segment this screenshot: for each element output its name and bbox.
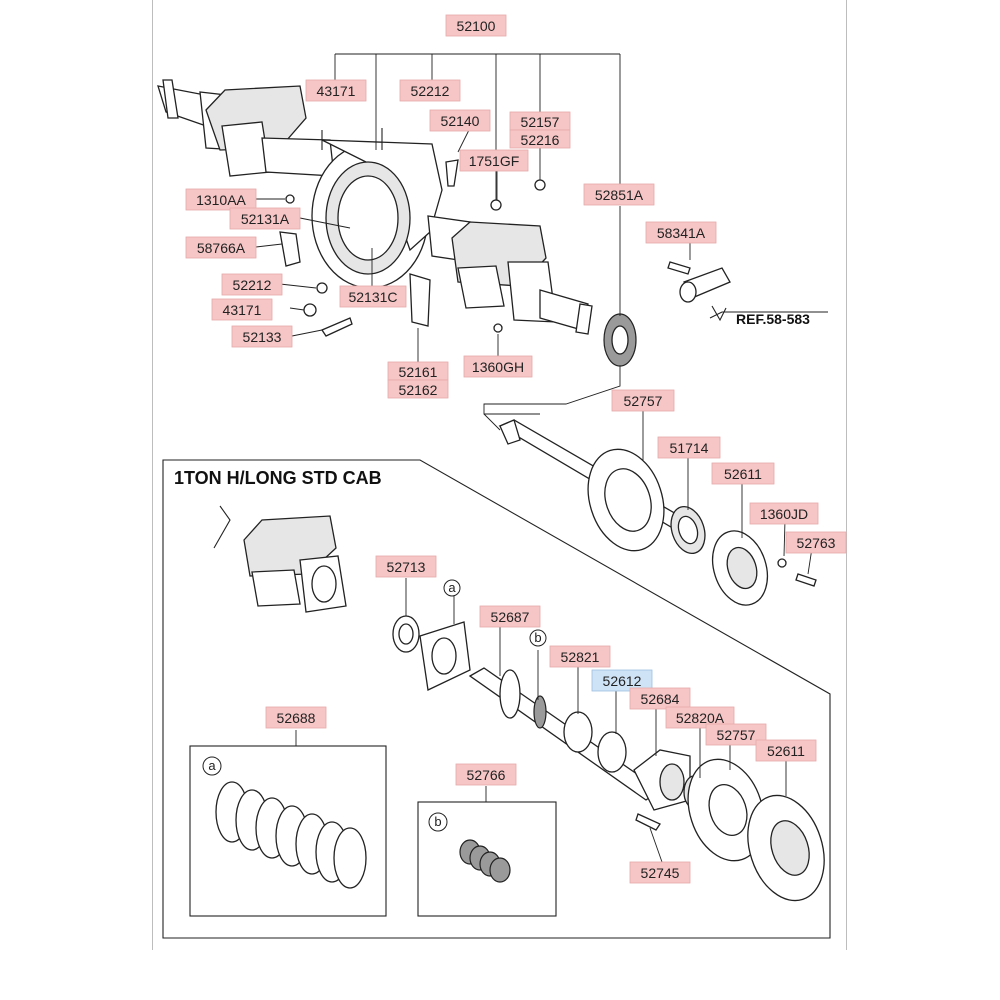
callout-b-box: b bbox=[428, 812, 448, 832]
part-label-1360JD[interactable]: 1360JD bbox=[749, 502, 819, 525]
part-label-1310AA[interactable]: 1310AA bbox=[185, 188, 257, 211]
svg-text:52684: 52684 bbox=[641, 691, 680, 707]
svg-text:b: b bbox=[434, 814, 441, 829]
svg-text:1360GH: 1360GH bbox=[472, 359, 524, 375]
part-label-58766A[interactable]: 58766A bbox=[185, 236, 257, 259]
axle-shaft-drawing bbox=[498, 419, 817, 606]
page-left-edge bbox=[152, 0, 153, 950]
svg-text:52131A: 52131A bbox=[241, 211, 290, 227]
part-label-52216[interactable]: 52216 bbox=[509, 129, 571, 149]
spring-drawing bbox=[459, 839, 511, 883]
callout-b-top: b bbox=[529, 629, 547, 647]
part-label-52766[interactable]: 52766 bbox=[455, 763, 517, 786]
part-label-52612[interactable]: 52612 bbox=[591, 669, 653, 692]
part-label-43171-left[interactable]: 43171 bbox=[211, 298, 273, 321]
svg-text:52161: 52161 bbox=[399, 364, 438, 380]
part-label-1751GF[interactable]: 1751GF bbox=[459, 149, 529, 172]
part-label-52745[interactable]: 52745 bbox=[629, 861, 691, 884]
svg-text:a: a bbox=[208, 758, 216, 773]
callout-a-top: a bbox=[443, 579, 461, 597]
svg-text:52713: 52713 bbox=[387, 559, 426, 575]
part-label-52611-a[interactable]: 52611 bbox=[711, 462, 775, 485]
svg-text:52757: 52757 bbox=[717, 727, 756, 743]
part-label-51714[interactable]: 51714 bbox=[657, 436, 721, 459]
upper-leader-lines bbox=[255, 53, 828, 431]
svg-text:52162: 52162 bbox=[399, 382, 438, 398]
part-label-43171-top[interactable]: 43171 bbox=[305, 79, 367, 102]
part-label-52162[interactable]: 52162 bbox=[387, 379, 449, 399]
detail-box-b bbox=[417, 801, 557, 917]
svg-text:52763: 52763 bbox=[797, 535, 836, 551]
part-label-52687[interactable]: 52687 bbox=[479, 605, 541, 628]
reference-label[interactable]: REF.58-583 bbox=[736, 311, 810, 327]
svg-text:58766A: 58766A bbox=[197, 240, 246, 256]
svg-text:1751GF: 1751GF bbox=[469, 153, 520, 169]
lower-assembly-drawing bbox=[213, 505, 825, 902]
part-label-52212-left[interactable]: 52212 bbox=[221, 273, 283, 296]
part-label-52100[interactable]: 52100 bbox=[445, 14, 507, 37]
svg-text:52140: 52140 bbox=[441, 113, 480, 129]
svg-text:43171: 43171 bbox=[317, 83, 356, 99]
svg-text:52131C: 52131C bbox=[348, 289, 397, 305]
part-label-52131C[interactable]: 52131C bbox=[339, 285, 407, 308]
part-label-52133[interactable]: 52133 bbox=[231, 325, 293, 348]
svg-text:1310AA: 1310AA bbox=[196, 192, 246, 208]
part-label-52851A[interactable]: 52851A bbox=[583, 183, 655, 206]
svg-text:52212: 52212 bbox=[233, 277, 272, 293]
page-right-edge bbox=[846, 0, 847, 950]
callout-a-box: a bbox=[202, 756, 222, 776]
part-label-1360GH[interactable]: 1360GH bbox=[463, 355, 533, 378]
svg-text:51714: 51714 bbox=[670, 440, 709, 456]
part-label-52757-b[interactable]: 52757 bbox=[705, 723, 767, 746]
part-label-52611-b[interactable]: 52611 bbox=[755, 739, 817, 762]
part-label-52820A[interactable]: 52820A bbox=[665, 706, 735, 729]
part-label-52821[interactable]: 52821 bbox=[549, 645, 611, 668]
part-label-52757-a[interactable]: 52757 bbox=[611, 389, 675, 412]
lower-leader-lines bbox=[405, 578, 787, 863]
part-label-52157[interactable]: 52157 bbox=[509, 111, 571, 131]
svg-text:52216: 52216 bbox=[521, 132, 560, 148]
svg-text:52687: 52687 bbox=[491, 609, 530, 625]
section-title: 1TON H/LONG STD CAB bbox=[174, 468, 382, 488]
part-label-52688[interactable]: 52688 bbox=[265, 706, 327, 729]
svg-text:52745: 52745 bbox=[641, 865, 680, 881]
svg-text:52851A: 52851A bbox=[595, 187, 644, 203]
section-frame bbox=[162, 459, 831, 939]
svg-text:52157: 52157 bbox=[521, 114, 560, 130]
part-label-52212-top[interactable]: 52212 bbox=[399, 79, 461, 102]
svg-text:52821: 52821 bbox=[561, 649, 600, 665]
svg-text:1360JD: 1360JD bbox=[760, 506, 808, 522]
part-label-52161[interactable]: 52161 bbox=[387, 361, 449, 381]
svg-text:a: a bbox=[448, 580, 456, 595]
svg-text:52757: 52757 bbox=[624, 393, 663, 409]
clutch-plates-drawing bbox=[215, 781, 367, 889]
part-label-52763[interactable]: 52763 bbox=[785, 531, 847, 554]
svg-text:b: b bbox=[534, 630, 541, 645]
svg-text:52820A: 52820A bbox=[676, 710, 725, 726]
svg-text:43171: 43171 bbox=[223, 302, 262, 318]
svg-text:52688: 52688 bbox=[277, 710, 316, 726]
svg-text:52766: 52766 bbox=[467, 767, 506, 783]
part-label-52140[interactable]: 52140 bbox=[429, 109, 491, 132]
axle-housing-drawing bbox=[157, 79, 731, 367]
part-label-58341A[interactable]: 58341A bbox=[645, 221, 717, 244]
svg-text:52133: 52133 bbox=[243, 329, 282, 345]
svg-text:52611: 52611 bbox=[767, 743, 805, 759]
svg-text:52100: 52100 bbox=[457, 18, 496, 34]
svg-text:58341A: 58341A bbox=[657, 225, 706, 241]
svg-text:52612: 52612 bbox=[603, 673, 642, 689]
detail-box-a bbox=[189, 745, 387, 917]
svg-text:52611: 52611 bbox=[724, 466, 762, 482]
part-label-52713[interactable]: 52713 bbox=[375, 555, 437, 578]
part-label-52131A[interactable]: 52131A bbox=[229, 207, 301, 230]
part-label-52684[interactable]: 52684 bbox=[629, 687, 691, 710]
svg-text:52212: 52212 bbox=[411, 83, 450, 99]
